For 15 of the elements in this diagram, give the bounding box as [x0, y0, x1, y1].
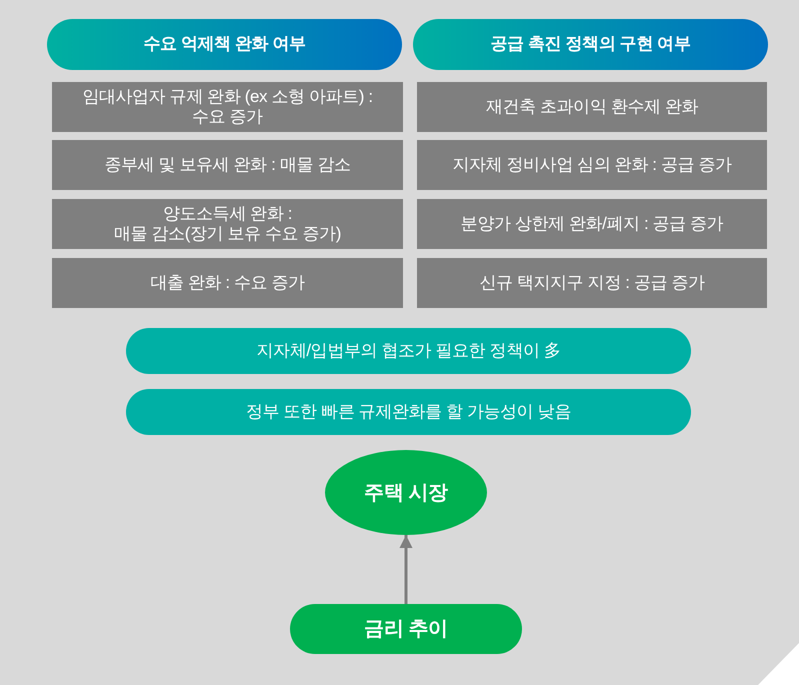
heading-pill: 수요 억제책 완화 여부: [47, 19, 402, 70]
info-box: 재건축 초과이익 환수제 완화: [417, 82, 767, 132]
arrow: [400, 535, 412, 604]
pill-node: 금리 추이: [290, 604, 522, 654]
info-box: 양도소득세 완화 : 매물 감소(장기 보유 수요 증가): [52, 199, 403, 249]
info-box: 대출 완화 : 수요 증가: [52, 258, 403, 308]
ellipse-node: 주택 시장: [325, 450, 487, 535]
info-box: 신규 택지지구 지정 : 공급 증가: [417, 258, 767, 308]
heading-pill: 공급 촉진 정책의 구현 여부: [413, 19, 768, 70]
info-box: 종부세 및 보유세 완화 : 매물 감소: [52, 140, 403, 190]
info-box: 임대사업자 규제 완화 (ex 소형 아파트) : 수요 증가: [52, 82, 403, 132]
banner-pill: 지자체/입법부의 협조가 필요한 정책이 多: [126, 328, 691, 374]
info-box: 분양가 상한제 완화/폐지 : 공급 증가: [417, 199, 767, 249]
banner-pill: 정부 또한 빠른 규제완화를 할 가능성이 낮음: [126, 389, 691, 435]
info-box: 지자체 정비사업 심의 완화 : 공급 증가: [417, 140, 767, 190]
